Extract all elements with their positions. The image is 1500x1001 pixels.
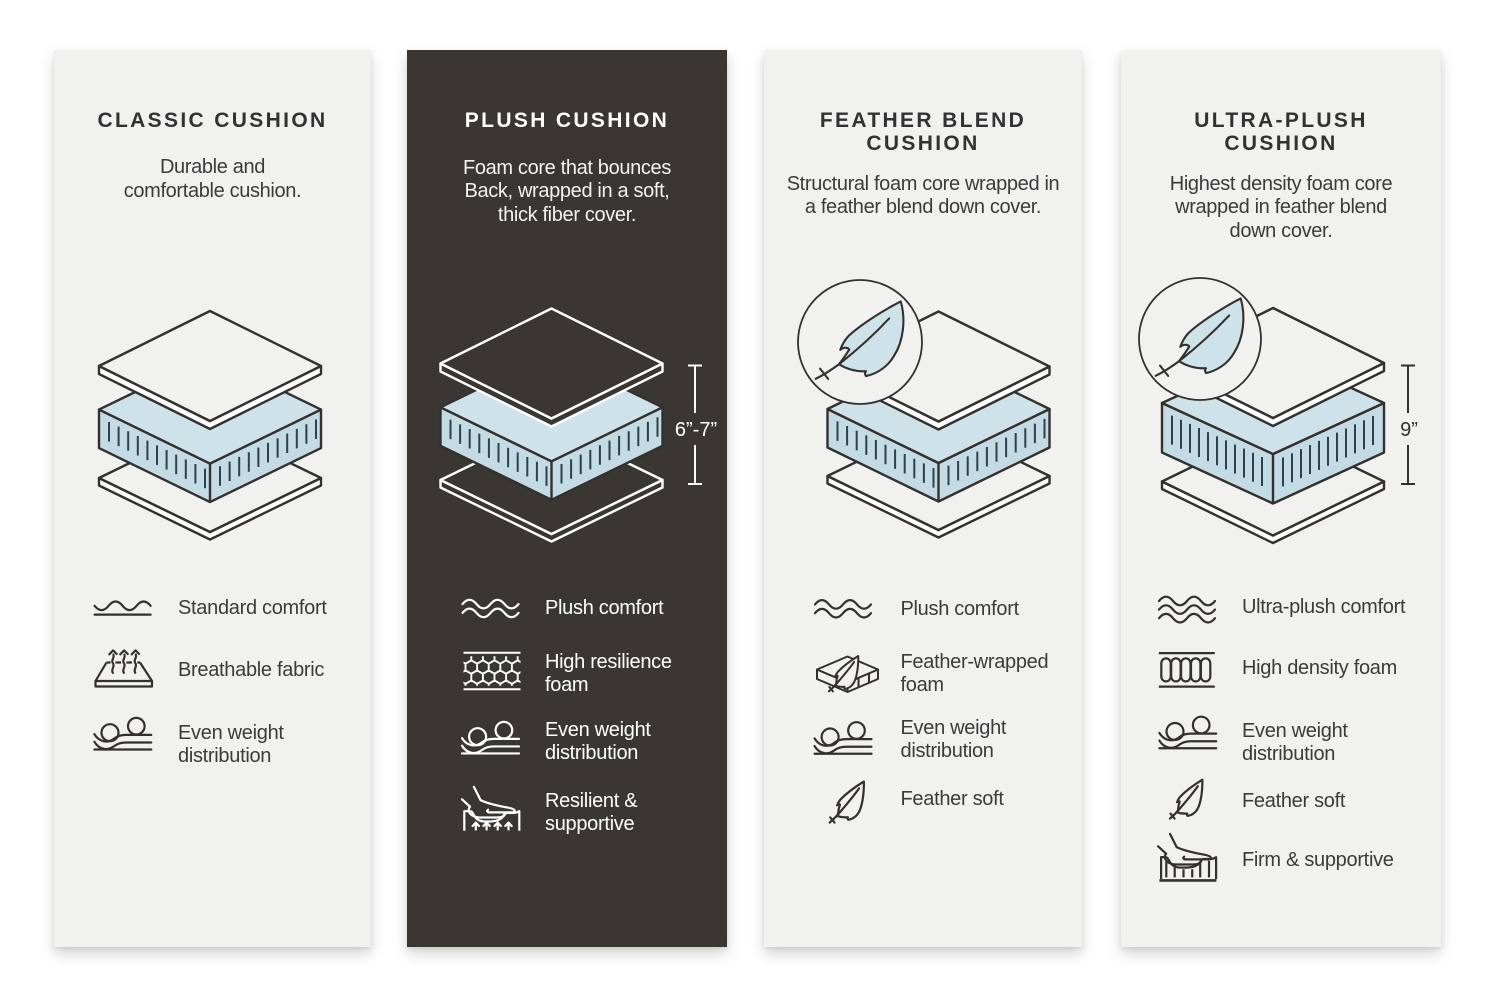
svg-text:9”: 9” [1400, 419, 1418, 441]
svg-text:6”-7”: 6”-7” [675, 419, 717, 441]
